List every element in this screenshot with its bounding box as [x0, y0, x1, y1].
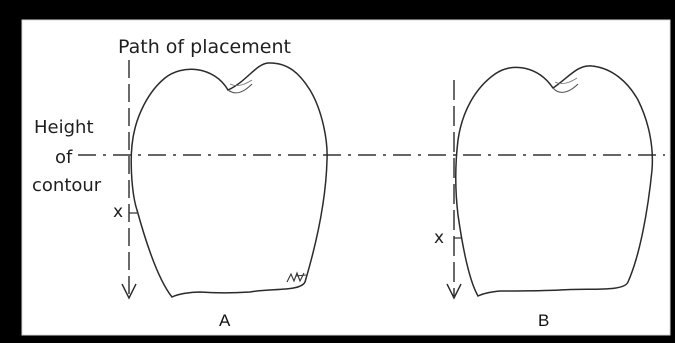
- inner-panel: [21, 19, 671, 336]
- figure-b-label: B: [538, 311, 549, 330]
- tooth-a-outline: [130, 62, 328, 298]
- undercut-mark-a: x: [113, 202, 123, 222]
- tooth-b-outline: [455, 65, 654, 297]
- arrowhead-b: [446, 283, 462, 300]
- undercut-mark-b: x: [434, 228, 444, 248]
- figure-a-label: A: [219, 311, 231, 330]
- height-label-line1: Height: [34, 117, 94, 138]
- tooth-b-fissure-shadow: [554, 77, 578, 85]
- tooth-a-fissure-shadow: [229, 79, 253, 87]
- tooth-b-fissure: [552, 83, 579, 93]
- artist-signature: [286, 271, 307, 283]
- path-of-placement-label: Path of placement: [118, 36, 291, 58]
- arrowhead-a: [121, 283, 137, 300]
- height-label-line2: of: [55, 147, 73, 168]
- height-label-line3: contour: [32, 175, 102, 196]
- tooth-a-fissure: [227, 83, 253, 94]
